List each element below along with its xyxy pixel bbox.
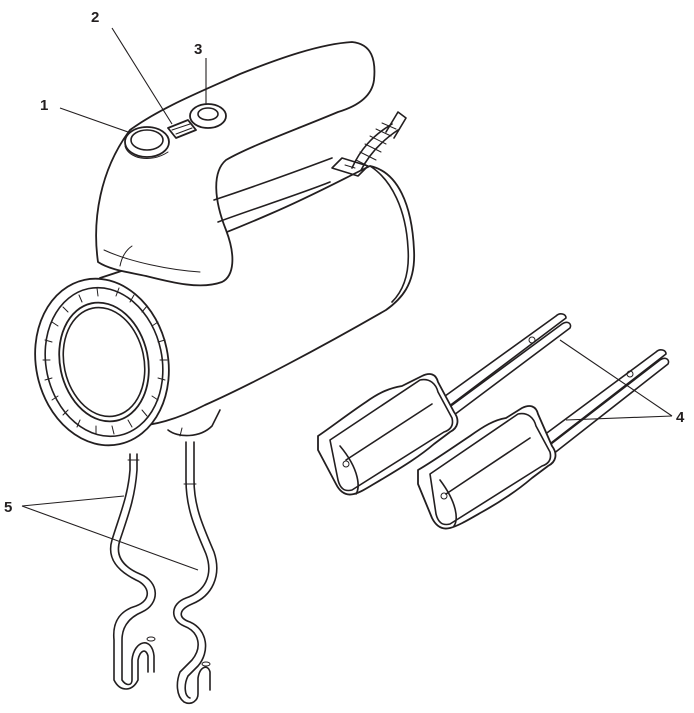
- mixer-handle: [95, 41, 376, 287]
- front-face: [34, 277, 170, 447]
- mixer-body: [99, 157, 415, 437]
- leader-1: [59, 107, 129, 133]
- callout-4: 4: [676, 409, 685, 426]
- leader-5b: [21, 505, 199, 571]
- callout-1: 1: [40, 97, 48, 114]
- leader-lines: [21, 27, 673, 571]
- beater-left: [317, 313, 572, 496]
- dough-hook-right: [172, 441, 218, 705]
- beater-right: [417, 349, 670, 530]
- vent-slots: [42, 287, 168, 435]
- callout-2: 2: [91, 9, 99, 26]
- callout-3: 3: [194, 41, 202, 58]
- leader-4b: [565, 415, 673, 421]
- turbo-button[interactable]: [189, 103, 227, 129]
- leader-4a: [559, 339, 673, 417]
- dough-hook-left: [109, 453, 157, 690]
- ejector-button[interactable]: [124, 126, 170, 160]
- leader-5a: [21, 495, 125, 507]
- callout-5: 5: [4, 499, 12, 516]
- leader-2: [111, 27, 173, 125]
- speed-slider[interactable]: [167, 119, 197, 139]
